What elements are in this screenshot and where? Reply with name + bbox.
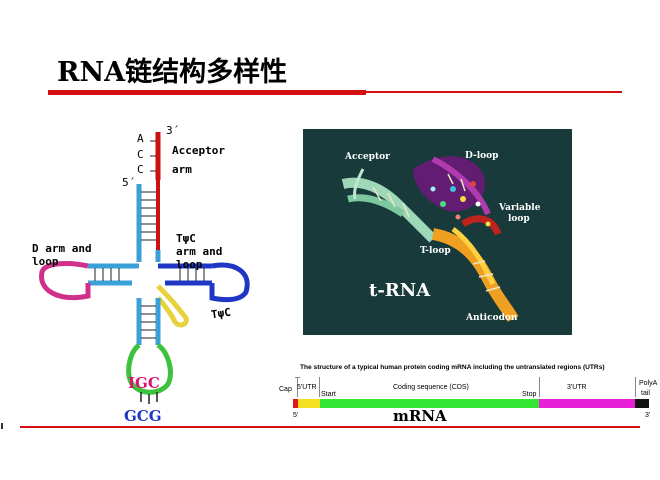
mrna-polya-segment xyxy=(635,399,649,408)
acceptor-base-3: C xyxy=(137,163,144,176)
title-underline-thin xyxy=(366,91,622,93)
mrna-5utr-label: 5'UTR xyxy=(297,384,317,391)
tpsic-label-line2: arm and xyxy=(176,245,223,258)
mrna-heading: The structure of a typical human protein… xyxy=(300,364,605,371)
trna-cloverleaf-diagram xyxy=(39,132,250,404)
mrna-polya-label-line1: PolyA xyxy=(639,380,658,387)
tpsic-side-label: TψC xyxy=(210,305,232,322)
mrna-3utr-label: 3'UTR xyxy=(567,384,587,391)
mrna-stop-label: Stop xyxy=(522,391,537,398)
three-prime-end-label: 3´ xyxy=(166,124,180,137)
mrna-cap-segment xyxy=(293,399,298,408)
d-arm xyxy=(39,261,139,300)
acceptor-label-line1: Acceptor xyxy=(172,144,225,157)
acceptor-3d-label: Acceptor xyxy=(345,152,390,162)
mrna-label: mRNA xyxy=(393,407,447,425)
variable-loop-3d-label-line2: loop xyxy=(508,214,530,224)
anticodon-arm xyxy=(126,298,173,404)
d-loop-3d-label: D-loop xyxy=(465,151,499,161)
mrna-structure-diagram: The structure of a typical human protein… xyxy=(279,355,660,425)
trna-name-label: t-RNA xyxy=(369,280,431,301)
variable-loop-3d-label-line1: Variable xyxy=(499,203,541,213)
anticodon-3d-label: Anticodon xyxy=(466,313,518,323)
mrna-3prime-label: 3' xyxy=(645,412,651,419)
title-underline-thick xyxy=(48,90,366,95)
mrna-5prime-label: 5' xyxy=(293,412,299,419)
slide-title: RNA链结构多样性 xyxy=(57,57,288,88)
variable-loop xyxy=(156,284,189,328)
acceptor-base-2: C xyxy=(137,148,144,161)
mrna-start-label: Start xyxy=(321,391,336,398)
acceptor-label-line2: arm xyxy=(172,163,192,176)
acceptor-stem xyxy=(136,132,161,262)
five-prime-end-label: 5´ xyxy=(122,176,136,189)
mrna-5utr-segment xyxy=(298,399,320,408)
tpsic-label-line3: loop xyxy=(176,258,203,271)
codon-label: GCG xyxy=(124,407,162,425)
tpsic-arm xyxy=(158,262,250,303)
mrna-cap-label: Cap xyxy=(279,386,292,393)
acceptor-base-1: A xyxy=(137,132,144,145)
mrna-cds-segment xyxy=(320,399,539,408)
bottom-rule xyxy=(20,426,640,428)
tpsic-label-line1: TψC xyxy=(176,232,196,245)
d-arm-label-line2: loop xyxy=(32,255,59,268)
d-arm-label-line1: D arm and xyxy=(32,242,92,255)
mrna-cds-label: Coding sequence (CDS) xyxy=(393,384,469,391)
t-loop-3d-label: T-loop xyxy=(420,246,451,256)
left-edge-tick xyxy=(1,423,3,429)
anticodon-loop-code: IGC xyxy=(128,374,160,392)
trna-3d-ribbon xyxy=(341,156,519,322)
mrna-3utr-segment xyxy=(539,399,635,408)
mrna-polya-label-line2: tail xyxy=(641,390,650,397)
trna-3d-structure-panel: Acceptor D-loop Variable loop T-loop t-R… xyxy=(303,129,572,335)
